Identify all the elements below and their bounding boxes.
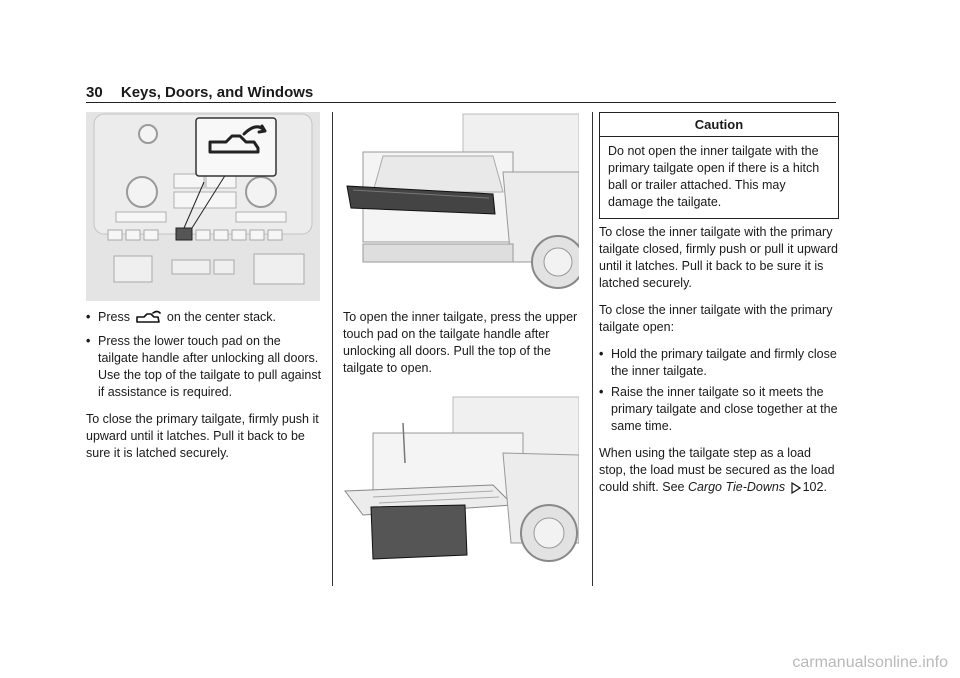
column-1-bullets: Press on the center stack. Press the low… [86,309,322,401]
paragraph: To close the inner tailgate with the pri… [599,303,833,334]
caution-box: Caution Do not open the inner tailgate w… [599,112,839,219]
list-item: Hold the primary tailgate and firmly clo… [599,346,839,380]
bullet-1-text-before: Press [98,310,130,324]
page-reference-icon [790,481,801,499]
center-stack-illustration [86,112,320,301]
list-item: Raise the inner tailgate so it meets the… [599,384,839,435]
column-2: To open the inner tailgate, press the up… [343,309,583,387]
caution-body: Do not open the inner tailgate with the … [608,144,820,209]
column-divider-2 [592,112,593,586]
paragraph: To open the inner tailgate, press the up… [343,310,578,375]
caution-title: Caution [600,113,838,137]
header-rule [86,102,836,103]
paragraph: To close the primary tailgate, firmly pu… [86,412,319,460]
list-item: Press the lower touch pad on the tailgat… [86,333,322,401]
paragraph-text: When using the tailgate step as a load s… [599,446,835,494]
cross-reference-link[interactable]: Cargo Tie-Downs [687,480,786,494]
section-title: Keys, Doors, and Windows [120,84,314,101]
inner-tailgate-illustration [343,112,579,296]
page-header: 30 Keys, Doors, and Windows [86,84,313,101]
column-divider-1 [332,112,333,586]
paragraph: To close the inner tailgate with the pri… [599,225,839,290]
page-number: 30 [86,84,103,101]
page-reference[interactable]: 102. [802,480,827,494]
watermark: carmanualsonline.info [792,654,948,671]
list-item: Press on the center stack. [86,309,322,329]
paragraph: When using the tailgate step as a load s… [599,445,839,499]
column-3: To close the inner tailgate with the pri… [599,224,839,509]
bullet-1-text-after: on the center stack. [166,310,277,324]
column-1: Press on the center stack. Press the low… [86,309,322,472]
column-3-bullets: Hold the primary tailgate and firmly clo… [599,346,839,435]
tailgate-step-illustration [343,393,579,571]
tailgate-open-icon [135,310,162,329]
